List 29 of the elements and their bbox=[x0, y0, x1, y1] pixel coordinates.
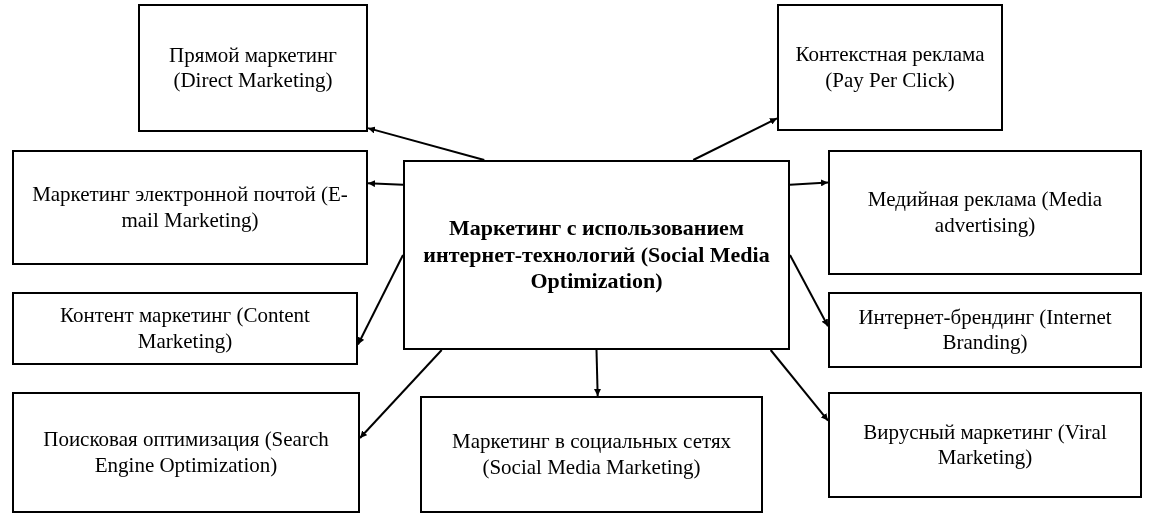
arrow bbox=[359, 349, 443, 439]
box-text: Поисковая оптимизация (Search Engine Optimization) bbox=[42, 427, 330, 478]
box-text: Контекстная реклама (Pay Per Click) bbox=[794, 42, 986, 93]
process-box bbox=[12, 392, 360, 513]
box-text: Маркетинг электронной почтой (E-mail Marketing) bbox=[31, 182, 349, 233]
box-text: Контент маркетинг (Content Marketing) bbox=[59, 303, 311, 354]
arrow bbox=[789, 179, 829, 187]
process-box bbox=[777, 4, 1003, 131]
box-text: Прямой маркетинг (Direct Marketing) bbox=[168, 42, 338, 94]
arrow bbox=[357, 254, 404, 346]
process-box bbox=[138, 4, 368, 132]
arrow bbox=[692, 117, 778, 161]
arrow bbox=[367, 126, 486, 161]
arrow bbox=[769, 349, 829, 422]
box-text: Медийная реклама (Media advertising) bbox=[866, 187, 1104, 238]
box-text: Вирусный маркетинг (Viral Marketing) bbox=[862, 419, 1108, 471]
process-box bbox=[12, 150, 368, 265]
process-box bbox=[420, 396, 763, 513]
box-text: Маркетинг в социальных сетях (Social Media Marketing) bbox=[450, 429, 733, 480]
process-box bbox=[828, 150, 1142, 275]
process-box bbox=[828, 292, 1142, 368]
arrow bbox=[789, 254, 829, 328]
process-box bbox=[828, 392, 1142, 498]
process-box bbox=[12, 292, 358, 365]
central-box bbox=[403, 160, 790, 350]
arrow bbox=[594, 349, 601, 397]
box-text: Интернет-брендинг (Internet Branding) bbox=[857, 304, 1113, 356]
arrow bbox=[367, 180, 404, 188]
box-text: Маркетинг с использованием интернет-технологий (Social Media Optimization) bbox=[422, 215, 771, 295]
